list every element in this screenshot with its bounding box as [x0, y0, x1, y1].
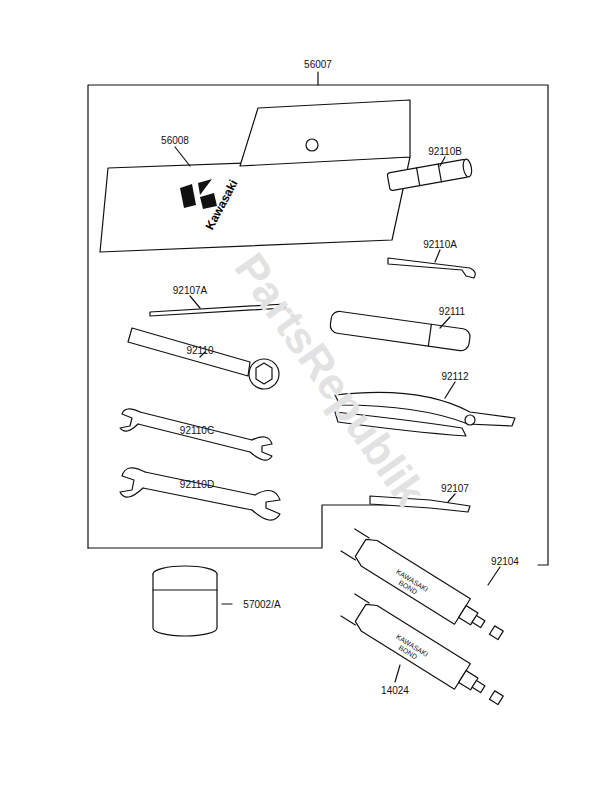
- leader-line: [440, 317, 450, 328]
- grease-can: [153, 589, 217, 590]
- open-wrench: [252, 491, 280, 521]
- pouch-flap: [240, 100, 410, 166]
- part-number: 92110C: [180, 425, 214, 436]
- leader-line: [317, 72, 318, 85]
- part-number: 92110B: [428, 146, 462, 157]
- part-number: 57002/A: [243, 599, 280, 610]
- part-number: 14024: [381, 685, 409, 696]
- part-number: 92110: [186, 345, 213, 356]
- leader-line: [435, 250, 440, 262]
- leader-line: [175, 147, 190, 166]
- spanner: [388, 258, 475, 278]
- open-wrench: [120, 468, 145, 497]
- leader-line: [488, 567, 500, 585]
- part-number: 92110D: [180, 479, 214, 490]
- logo-mark: [180, 184, 196, 208]
- part-number: 92112: [441, 371, 468, 382]
- leader-line: [395, 665, 400, 682]
- part-number: 92111: [439, 306, 465, 317]
- ring-wrench: [128, 328, 250, 376]
- leader-line: [448, 494, 455, 502]
- part-number: 92110A: [423, 239, 457, 250]
- grease-can: [153, 574, 217, 636]
- logo-mark: [198, 179, 212, 195]
- kit-outline: [88, 505, 392, 548]
- open-wrench: [138, 412, 252, 452]
- screwdriver-handle: [329, 310, 471, 351]
- pouch-button: [306, 139, 318, 151]
- part-number: 92107: [441, 483, 469, 494]
- ring-wrench: [256, 363, 272, 384]
- box-wrench: [387, 158, 473, 190]
- leader-line: [445, 382, 455, 398]
- kit-outline: [88, 85, 548, 565]
- leader-line: [190, 296, 200, 308]
- open-wrench: [120, 409, 140, 431]
- part-number: 56007: [304, 59, 332, 70]
- ring-wrench: [249, 359, 279, 389]
- part-number: 56008: [161, 135, 189, 146]
- part-number: 92104: [491, 556, 519, 567]
- part-number: 92107A: [173, 285, 207, 296]
- bond-tube: [340, 592, 509, 713]
- pliers-pivot: [465, 415, 475, 425]
- tool-pouch: [100, 157, 410, 252]
- leader-line: [222, 603, 232, 604]
- open-wrench: [143, 472, 255, 510]
- open-wrench: [250, 437, 272, 460]
- leader-line: [440, 157, 445, 166]
